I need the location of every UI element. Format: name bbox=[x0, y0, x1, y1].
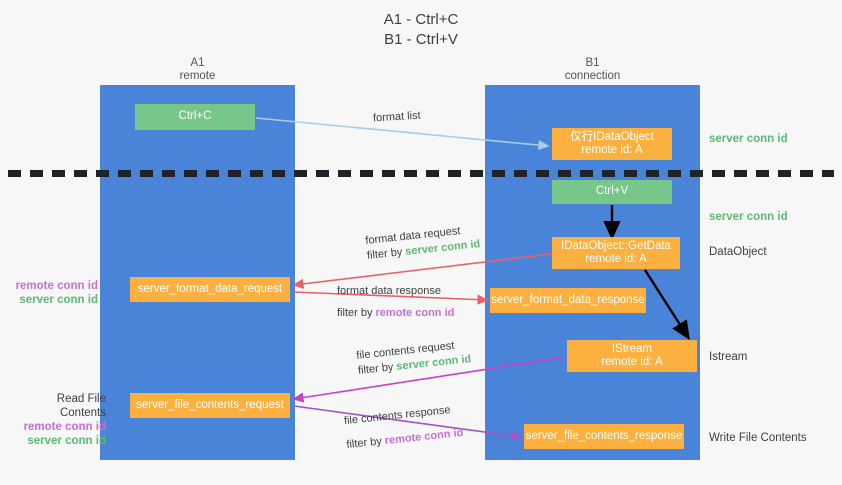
annotation-dataobject: DataObject bbox=[709, 246, 767, 258]
edge-label-format-data-response-filter: filter by remote conn id bbox=[337, 306, 454, 321]
node-idataobject-getdata-label: IDataObject::GetData bbox=[561, 239, 671, 252]
node-ctrl-v-label: Ctrl+V bbox=[595, 185, 629, 198]
edge-label-format-data-request: format data request filter by server con… bbox=[365, 222, 481, 264]
node-istream-subtitle: remote id: A bbox=[601, 356, 663, 368]
lane-header-a1: A1 remote bbox=[100, 57, 295, 83]
lane-header-a1-sub: remote bbox=[179, 70, 216, 82]
node-server-format-data-request-label: server_format_data_request bbox=[137, 282, 283, 295]
filter-prefix: filter by bbox=[366, 245, 406, 262]
annotation-remote-conn-id-lower: remote conn id bbox=[23, 421, 106, 433]
lane-header-b1: B1 connection bbox=[485, 57, 700, 83]
node-idataobject-subtitle: remote id: A bbox=[581, 144, 643, 156]
filter-value-remote-conn-id: remote conn id bbox=[375, 307, 455, 319]
node-server-file-contents-request[interactable]: server_file_contents_request bbox=[130, 393, 290, 418]
node-server-file-contents-response[interactable]: server_file_contents_response bbox=[524, 424, 684, 449]
node-idataobject-getdata-subtitle: remote id: A bbox=[585, 253, 647, 265]
node-idataobject-label: 仅行IDataObject bbox=[570, 130, 654, 143]
annotation-server-conn-id-lower: server conn id bbox=[27, 435, 106, 447]
node-istream-label: IStream bbox=[611, 342, 653, 355]
lane-header-b1-name: B1 bbox=[585, 57, 600, 69]
node-server-file-contents-response-label: server_file_contents_response bbox=[525, 429, 683, 442]
node-server-format-data-request[interactable]: server_format_data_request bbox=[130, 277, 290, 302]
node-server-format-data-response-label: server_format_data_response bbox=[491, 293, 645, 306]
title-line-1: A1 - Ctrl+C bbox=[383, 11, 459, 28]
edge-label-format-list-text: format list bbox=[372, 109, 421, 125]
node-server-file-contents-request-label: server_file_contents_request bbox=[136, 398, 284, 411]
node-ctrl-c-label: Ctrl+C bbox=[178, 110, 212, 123]
node-server-format-data-response[interactable]: server_format_data_response bbox=[490, 288, 646, 313]
filter-prefix: filter by bbox=[337, 307, 376, 319]
edge-label-file-contents-response: file contents response filter by remote … bbox=[343, 402, 464, 453]
edge-label-file-contents-request: file contents request filter by server c… bbox=[356, 337, 472, 379]
node-ctrl-v[interactable]: Ctrl+V bbox=[552, 180, 672, 204]
annotation-istream: Istream bbox=[709, 351, 748, 363]
lane-header-b1-sub: connection bbox=[564, 70, 621, 82]
edge-label-format-list: format list bbox=[373, 109, 422, 127]
node-ctrl-c[interactable]: Ctrl+C bbox=[135, 104, 255, 130]
annotation-server-conn-id-upper: server conn id bbox=[19, 294, 98, 306]
lane-header-a1-name: A1 bbox=[190, 57, 205, 69]
phase-divider bbox=[8, 170, 834, 177]
edge-label-file-contents-response-filter: filter by remote conn id bbox=[346, 426, 464, 453]
title-line-2: B1 - Ctrl+V bbox=[384, 31, 458, 48]
annotation-remote-conn-id-upper: remote conn id bbox=[15, 280, 98, 292]
node-idataobject[interactable]: 仅行IDataObject remote id: A bbox=[552, 128, 672, 160]
annotation-conn-ids-upper: remote conn id server conn id bbox=[8, 279, 98, 307]
annotation-read-file-contents-group: Read File Contents remote conn id server… bbox=[8, 392, 106, 448]
node-idataobject-getdata[interactable]: IDataObject::GetData remote id: A bbox=[552, 237, 680, 269]
filter-prefix: filter by bbox=[357, 360, 397, 377]
annotation-server-conn-id-top: server conn id bbox=[709, 133, 788, 145]
filter-value-remote-conn-id: remote conn id bbox=[384, 426, 464, 448]
page-title: A1 - Ctrl+C B1 - Ctrl+V bbox=[0, 10, 842, 50]
node-istream[interactable]: IStream remote id: A bbox=[567, 340, 697, 372]
annotation-server-conn-id-mid: server conn id bbox=[709, 211, 788, 223]
filter-prefix: filter by bbox=[345, 435, 386, 452]
edge-label-format-data-response: format data response filter by remote co… bbox=[337, 284, 454, 321]
edge-label-format-data-response-text: format data response bbox=[337, 285, 441, 297]
annotation-read-file-contents: Read File Contents bbox=[56, 393, 106, 419]
annotation-write-file-contents: Write File Contents bbox=[709, 432, 807, 444]
edge-label-file-contents-response-text: file contents response bbox=[343, 404, 452, 428]
